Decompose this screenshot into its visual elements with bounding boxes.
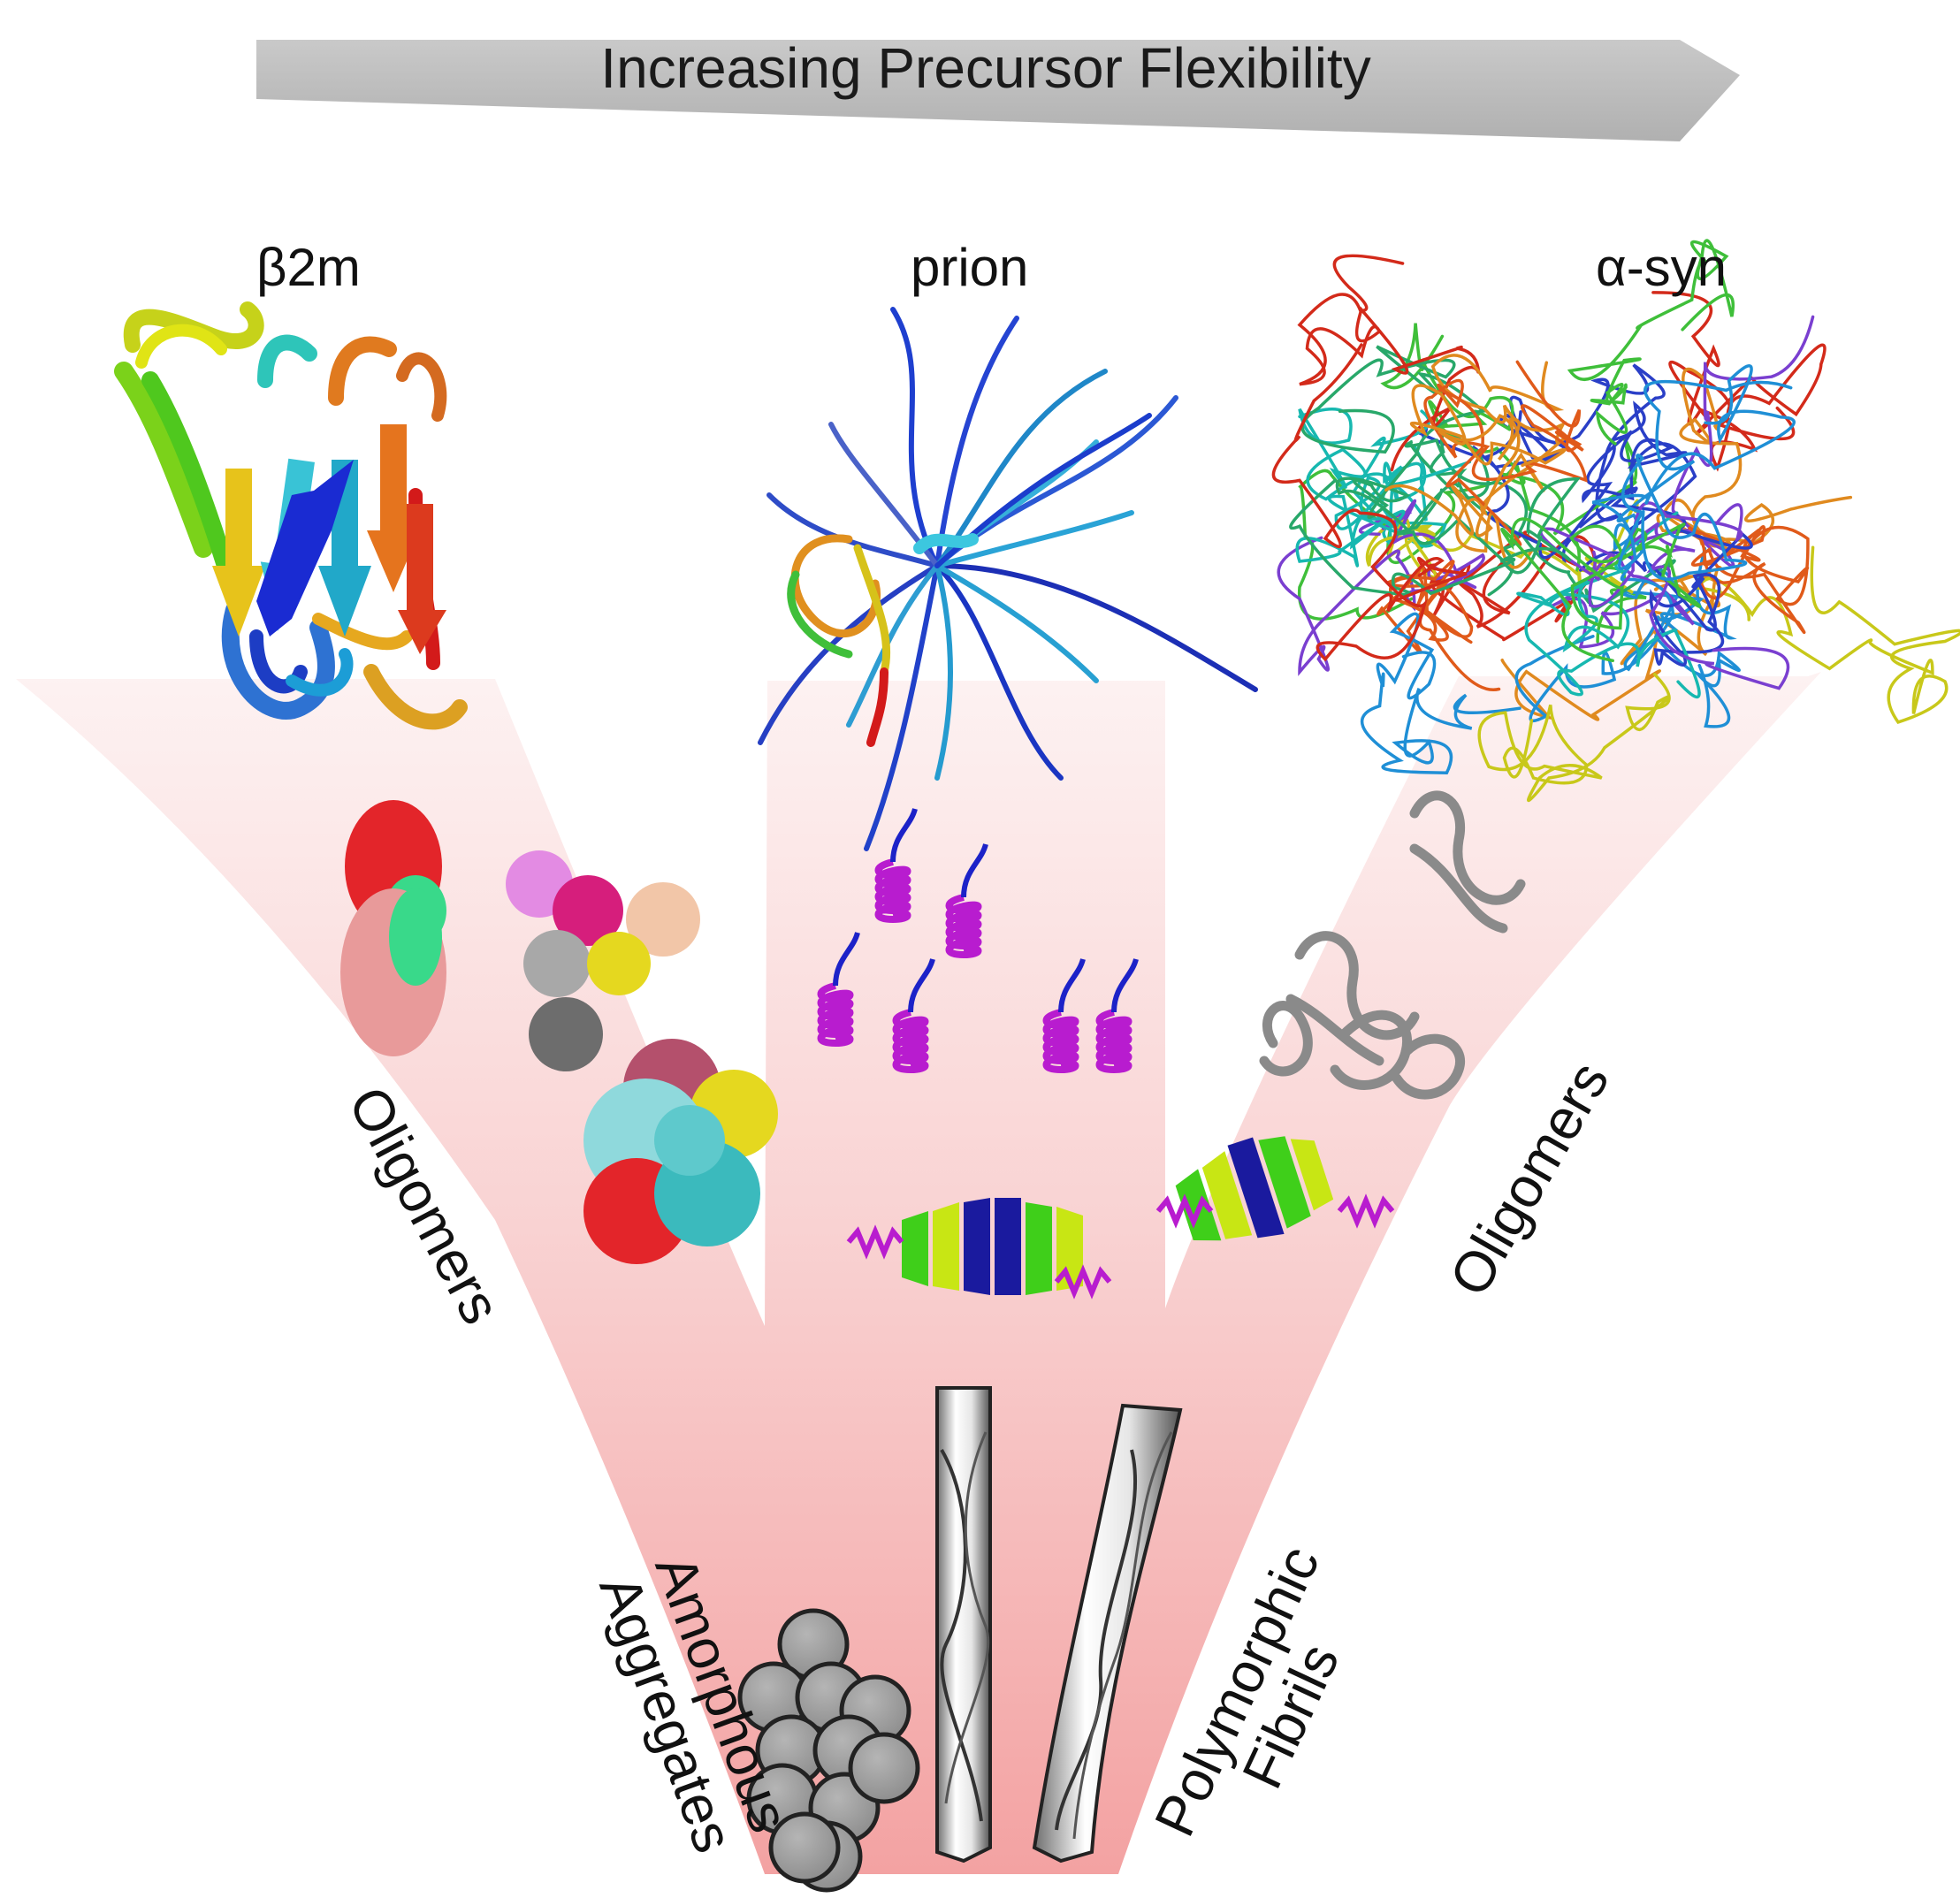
b2m-oligomer-2 [506, 850, 700, 1071]
fibril-1 [935, 1386, 992, 1864]
asyn-conformer-trace [1567, 239, 1735, 446]
asyn-conformer-trace [1271, 343, 1468, 662]
asyn-conformer-trace [1477, 673, 1671, 803]
asyn-conformer-trace [1423, 360, 1588, 546]
prion-sheet-oligomer-2 [1155, 1136, 1395, 1241]
fibril-2 [1032, 1403, 1183, 1864]
asyn-conformer-trace [1289, 477, 1581, 597]
asyn-conformer-trace [1687, 525, 1810, 634]
b2m-oligomer-1 [340, 800, 446, 1056]
protein-label-asyn: α-syn [1596, 238, 1727, 297]
prion-oligomer-helices [817, 808, 1139, 1074]
helix-coil [874, 858, 911, 924]
asyn-conformer-trace [1539, 501, 1790, 690]
asyn-conformer-trace [1651, 291, 1827, 472]
helix-loop [833, 932, 860, 987]
asyn-conformer-trace [1591, 363, 1796, 581]
helix-loop [908, 958, 935, 1013]
asyn-conformer-trace [1384, 384, 1567, 537]
helix-coil [892, 1009, 929, 1074]
helix-coil [945, 894, 982, 959]
asyn-conformer-trace [1430, 354, 1567, 569]
flexibility-arrow [256, 40, 1740, 141]
helix-coil [817, 982, 854, 1048]
amorphous-aggregate-balls [737, 1608, 920, 1893]
protein-label-prion: prion [911, 238, 1029, 297]
asyn-conformer-trace [1404, 431, 1676, 614]
helix-coil [1042, 1009, 1079, 1074]
helix-loop [1058, 958, 1086, 1013]
asyn-conformer-trace [1361, 612, 1521, 774]
asyn-conformer-trace [1551, 315, 1815, 649]
aggregate-ball [848, 1732, 920, 1804]
asyn-conformer-trace [1483, 400, 1697, 560]
flexibility-arrow-label: Increasing Precursor Flexibility [600, 36, 1371, 100]
asyn-conformer-trace [1514, 379, 1793, 723]
asyn-conformer-trace [1297, 254, 1481, 472]
prion-structure [758, 307, 1258, 851]
asyn-structure [1271, 239, 1960, 803]
aggregate-ball [768, 1811, 841, 1884]
prion-sheet-oligomer-1 [846, 1198, 1112, 1300]
helix-loop [961, 843, 988, 898]
protein-label-b2m: β2m [256, 238, 361, 297]
asyn-conformer-trace [1696, 545, 1960, 724]
helix-coil [1095, 1009, 1133, 1074]
helix-loop [1111, 958, 1139, 1013]
helix-loop [890, 808, 918, 863]
asyn-conformer-trace [1295, 409, 1472, 568]
b2m-structure [114, 301, 468, 730]
b2m-oligomer-3 [583, 1039, 778, 1264]
asyn-ring-oligomers [1259, 790, 1526, 1100]
